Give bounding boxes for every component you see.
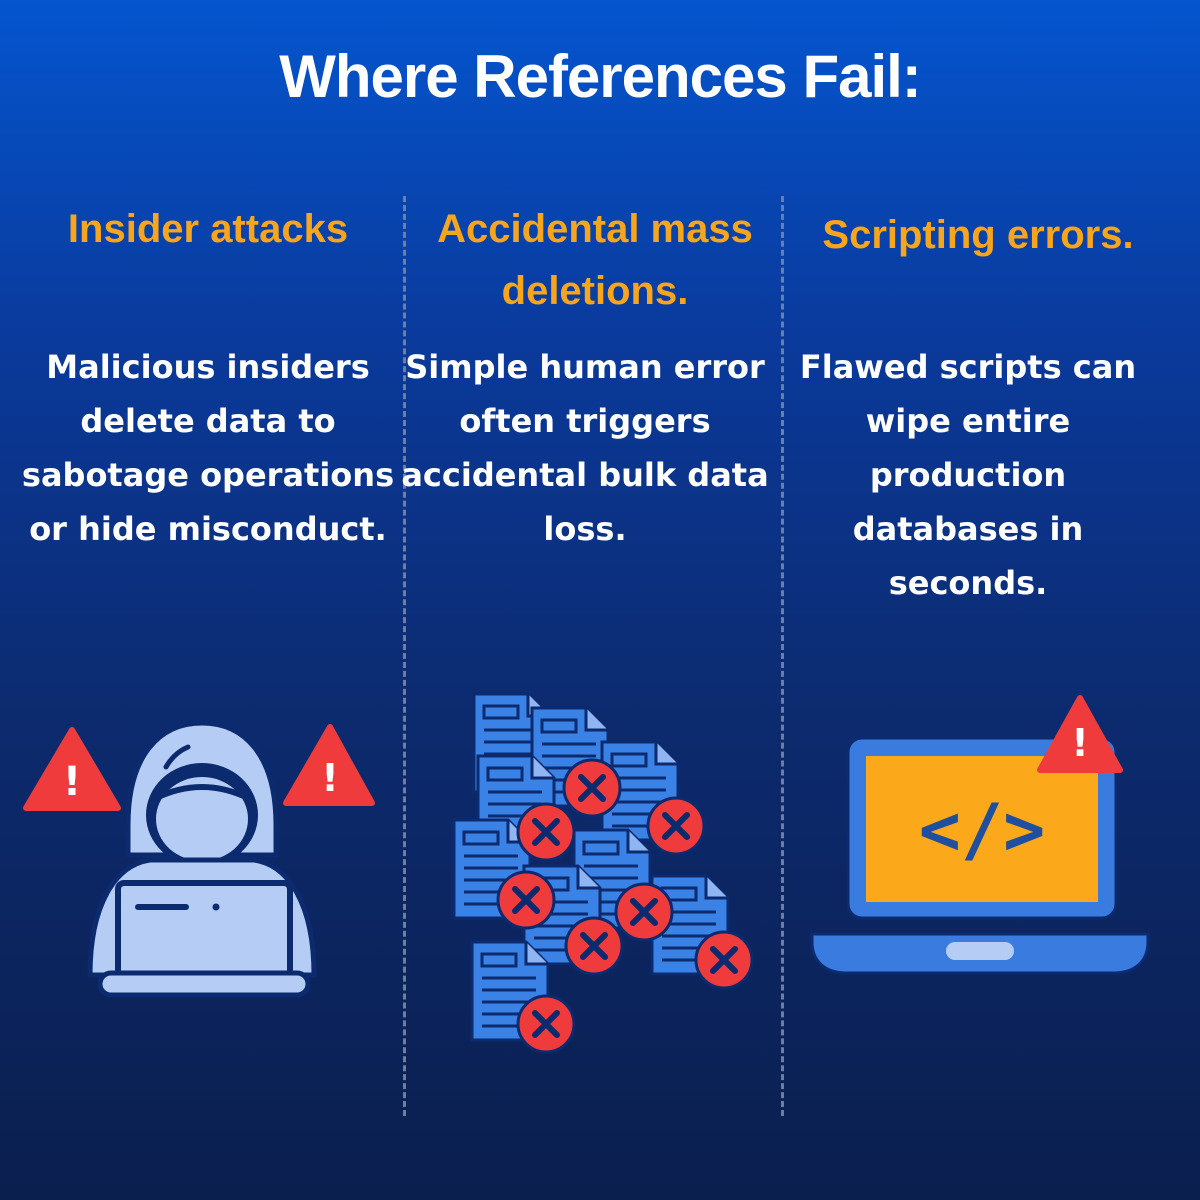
column-heading: Insider attacks: [67, 207, 349, 251]
svg-text:!: !: [1071, 721, 1088, 765]
warning-triangle-icon: !: [283, 724, 375, 806]
deleted-documents-icon: [452, 692, 760, 1060]
warning-triangle-icon: !: [1037, 695, 1123, 773]
column-heading: Accidental mass deletions.: [437, 207, 753, 313]
column-divider-left: [403, 196, 406, 1116]
code-brackets-icon: </>: [919, 789, 1045, 871]
laptop-code-warning-icon: </> !: [810, 695, 1150, 975]
column-body: Flawed scripts can wipe entire productio…: [799, 348, 1137, 602]
column-body: Simple human error often triggers accide…: [401, 348, 769, 548]
column-divider-right: [781, 196, 784, 1116]
svg-text:!: !: [63, 759, 81, 805]
column-body: Malicious insiders delete data to sabota…: [21, 348, 395, 548]
column-heading: Scripting errors.: [822, 213, 1134, 257]
svg-text:!: !: [321, 756, 338, 800]
warning-triangle-icon: !: [23, 727, 121, 811]
hooded-hacker-icon: ! !: [23, 720, 375, 998]
page-title: Where References Fail:: [279, 43, 922, 110]
